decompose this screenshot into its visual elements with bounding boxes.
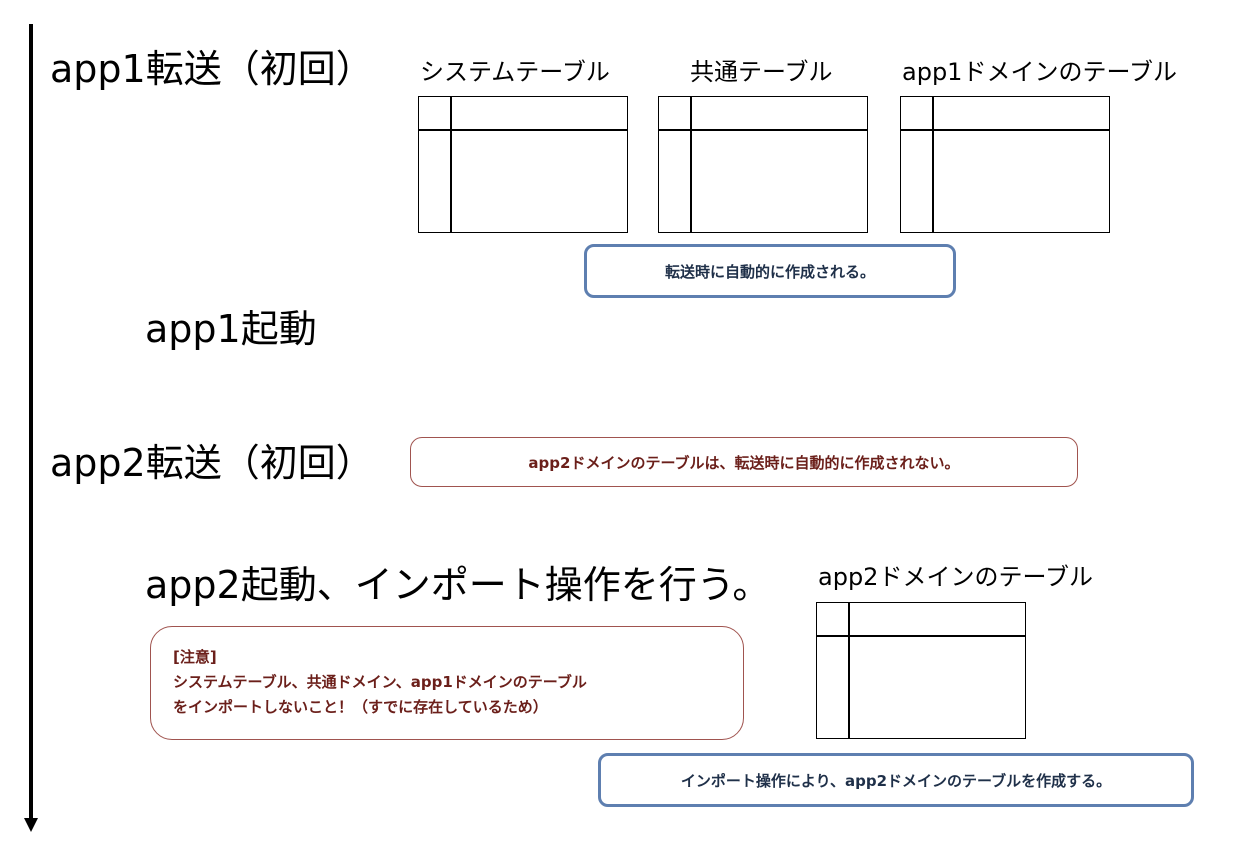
table-header-line xyxy=(817,635,1025,637)
warning-title: [注意] xyxy=(173,648,217,666)
table-column-line xyxy=(690,97,692,232)
note-app2-not-created: app2ドメインのテーブルは、転送時に自動的に作成されない。 xyxy=(410,437,1078,487)
table-label-system: システムテーブル xyxy=(420,58,610,86)
note-import-creates: インポート操作により、app2ドメインのテーブルを作成する。 xyxy=(598,753,1194,807)
note-auto-created: 転送時に自動的に作成される。 xyxy=(584,244,956,298)
table-label-app1-domain: app1ドメインのテーブル xyxy=(902,58,1178,86)
table-diagram-app2-domain xyxy=(816,602,1026,739)
table-diagram-common xyxy=(658,96,868,233)
warning-line-1: システムテーブル、共通ドメイン、app1ドメインのテーブル xyxy=(173,673,587,691)
table-label-app2-domain: app2ドメインのテーブル xyxy=(818,563,1094,591)
step-app2-transfer: app2転送（初回） xyxy=(50,441,374,485)
timeline-line xyxy=(29,24,33,818)
warning-line-2: をインポートしないこと！（すでに存在しているため） xyxy=(173,698,548,716)
table-diagram-app1-domain xyxy=(900,96,1110,233)
step-app2-start-import: app2起動、インポート操作を行う。 xyxy=(145,563,771,607)
step-app1-start: app1起動 xyxy=(145,307,317,351)
table-column-line xyxy=(848,603,850,738)
step-app1-transfer: app1転送（初回） xyxy=(50,47,374,91)
table-header-line xyxy=(659,129,867,131)
table-column-line xyxy=(450,97,452,232)
table-column-line xyxy=(932,97,934,232)
table-header-line xyxy=(901,129,1109,131)
table-header-line xyxy=(419,129,627,131)
table-label-common: 共通テーブル xyxy=(690,58,833,86)
timeline-arrowhead xyxy=(24,818,38,832)
table-diagram-system xyxy=(418,96,628,233)
warning-note: [注意] システムテーブル、共通ドメイン、app1ドメインのテーブル をインポー… xyxy=(150,626,744,740)
